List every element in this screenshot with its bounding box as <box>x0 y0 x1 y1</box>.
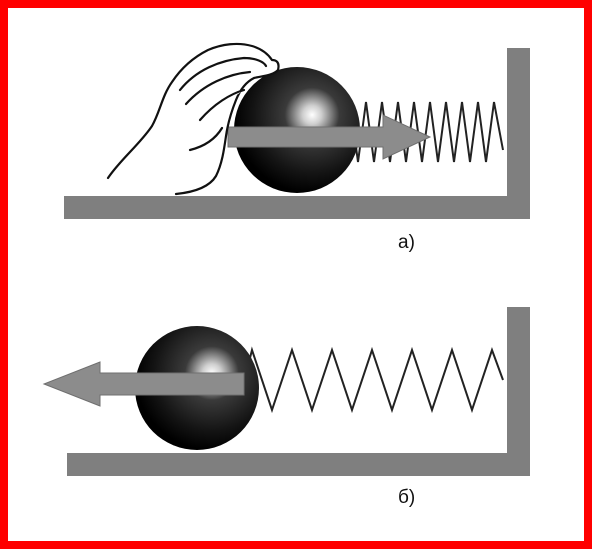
panel-b-label: б) <box>398 487 416 508</box>
panel-b-spring <box>241 346 504 414</box>
panel-a-label: а) <box>398 232 415 253</box>
panel-a-floor-wall <box>64 48 530 219</box>
panel-b-floor-wall <box>67 307 530 476</box>
panel-b-force-arrow <box>42 361 245 407</box>
hand-icon <box>106 42 280 196</box>
panel-a <box>64 42 530 219</box>
panel-a-spring <box>341 101 504 163</box>
panel-b <box>42 307 530 476</box>
panel-a-force-arrow <box>227 114 432 160</box>
